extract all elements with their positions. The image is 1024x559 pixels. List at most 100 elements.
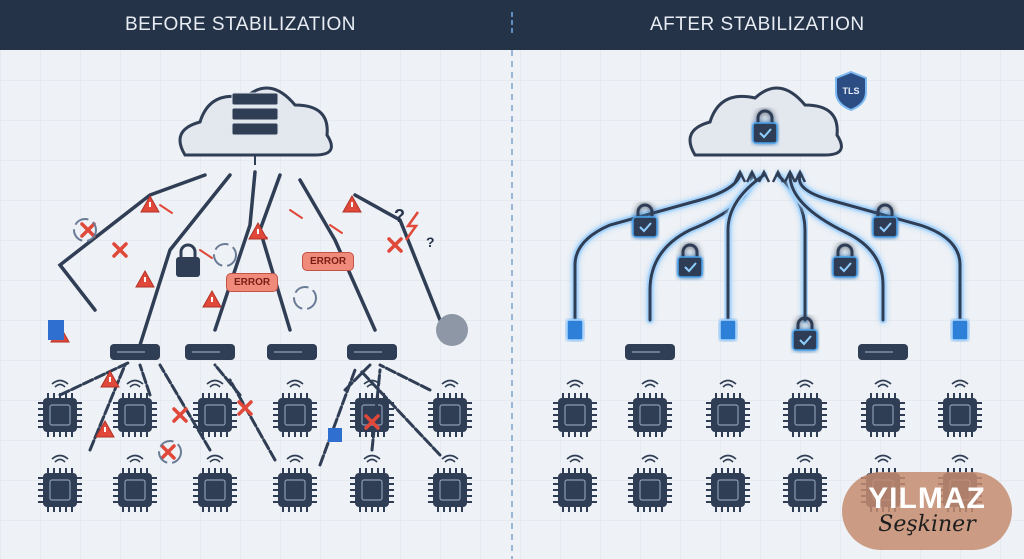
wifi-icon bbox=[641, 379, 659, 385]
router-icon bbox=[267, 344, 317, 360]
broken-link bbox=[370, 368, 382, 452]
smoke-cloud bbox=[436, 314, 468, 346]
shield-shape bbox=[835, 70, 867, 112]
chip-body bbox=[633, 473, 667, 507]
divider bbox=[511, 12, 513, 36]
arrow-head bbox=[757, 169, 771, 183]
arrow-head bbox=[783, 169, 797, 183]
wifi-icon bbox=[126, 454, 144, 460]
before-title: BEFORE STABILIZATION bbox=[125, 14, 356, 35]
broken-link bbox=[378, 363, 432, 392]
x-mark bbox=[112, 242, 128, 258]
chip-icon bbox=[113, 379, 157, 437]
chip-body bbox=[866, 398, 900, 432]
cloud-shape bbox=[688, 86, 843, 157]
chip-body bbox=[788, 473, 822, 507]
chip-icon bbox=[861, 379, 905, 437]
file-shape bbox=[566, 319, 584, 341]
wifi-icon bbox=[874, 379, 892, 385]
chip-icon bbox=[428, 379, 472, 437]
chip-core bbox=[284, 404, 306, 426]
file-shape bbox=[951, 319, 969, 341]
wifi-icon bbox=[206, 454, 224, 460]
chip-body bbox=[278, 473, 312, 507]
server-unit bbox=[231, 92, 279, 106]
check-icon bbox=[639, 222, 652, 233]
lock-shackle bbox=[796, 316, 814, 331]
broken-link bbox=[88, 363, 127, 452]
broken-link bbox=[158, 363, 212, 452]
file-shape bbox=[328, 428, 342, 442]
wifi-icon bbox=[799, 458, 811, 463]
chip-icon bbox=[628, 454, 672, 512]
warning-icon bbox=[202, 289, 222, 308]
wifi-icon bbox=[286, 379, 304, 385]
chip-body bbox=[633, 398, 667, 432]
wifi-icon bbox=[799, 383, 811, 388]
error-badge: ERROR bbox=[226, 273, 279, 292]
arrow-head bbox=[745, 169, 759, 183]
error-x-icon bbox=[387, 237, 403, 253]
chip-icon bbox=[628, 379, 672, 437]
chip-body bbox=[433, 398, 467, 432]
watermark-line1: YILMAZ bbox=[868, 482, 986, 515]
chip-icon bbox=[113, 454, 157, 512]
broken-link-spark bbox=[329, 224, 343, 234]
chip-icon bbox=[38, 454, 82, 512]
wifi-icon bbox=[951, 379, 969, 385]
wifi-icon bbox=[951, 454, 969, 460]
chip-core bbox=[124, 479, 146, 501]
broken-link bbox=[57, 173, 207, 312]
tls-shield-label: TLS bbox=[842, 86, 860, 96]
wifi-icon bbox=[51, 454, 69, 460]
x-mark bbox=[237, 400, 253, 416]
chip-icon bbox=[783, 454, 827, 512]
chip-core bbox=[717, 479, 739, 501]
x-mark bbox=[172, 407, 188, 423]
chip-body bbox=[558, 398, 592, 432]
error-x-icon bbox=[112, 242, 128, 258]
file-shape bbox=[48, 320, 64, 340]
chip-icon bbox=[938, 379, 982, 437]
lock-icon bbox=[832, 243, 858, 278]
wifi-icon bbox=[209, 383, 221, 388]
secure-link bbox=[573, 173, 742, 322]
chip-icon bbox=[553, 454, 597, 512]
router-icon bbox=[347, 344, 397, 360]
retry-icon bbox=[158, 440, 182, 464]
wifi-icon bbox=[566, 379, 584, 385]
broken-link-spark bbox=[199, 249, 213, 259]
wifi-icon bbox=[796, 454, 814, 460]
secure-link bbox=[797, 173, 962, 322]
chip-body bbox=[355, 473, 389, 507]
check-icon bbox=[684, 262, 697, 273]
wifi-icon bbox=[289, 458, 301, 463]
chip-core bbox=[361, 404, 383, 426]
broken-link bbox=[298, 178, 377, 332]
watermark-line2: Seşkiner bbox=[878, 512, 976, 537]
wifi-icon bbox=[874, 454, 892, 460]
before-cloud bbox=[178, 86, 333, 157]
chip-body bbox=[118, 398, 152, 432]
wifi-icon bbox=[444, 383, 456, 388]
warning-icon bbox=[248, 221, 268, 240]
wifi-icon bbox=[569, 458, 581, 463]
chip-icon bbox=[193, 379, 237, 437]
lock-icon bbox=[632, 203, 658, 238]
chip-icon bbox=[706, 454, 750, 512]
lock-shackle bbox=[681, 243, 699, 258]
wifi-icon bbox=[719, 379, 737, 385]
header-bar: BEFORE STABILIZATION AFTER STABILIZATION bbox=[0, 0, 1024, 50]
retry-icon bbox=[213, 243, 237, 267]
wifi-icon bbox=[644, 383, 656, 388]
broken-link-spark bbox=[159, 204, 173, 214]
file-shape bbox=[719, 319, 737, 341]
chip-body bbox=[943, 398, 977, 432]
warning-icon bbox=[135, 269, 155, 288]
chip-icon bbox=[553, 379, 597, 437]
chip-core bbox=[439, 404, 461, 426]
chip-core bbox=[204, 479, 226, 501]
wifi-icon bbox=[209, 458, 221, 463]
wifi-icon bbox=[286, 454, 304, 460]
wifi-icon bbox=[954, 458, 966, 463]
